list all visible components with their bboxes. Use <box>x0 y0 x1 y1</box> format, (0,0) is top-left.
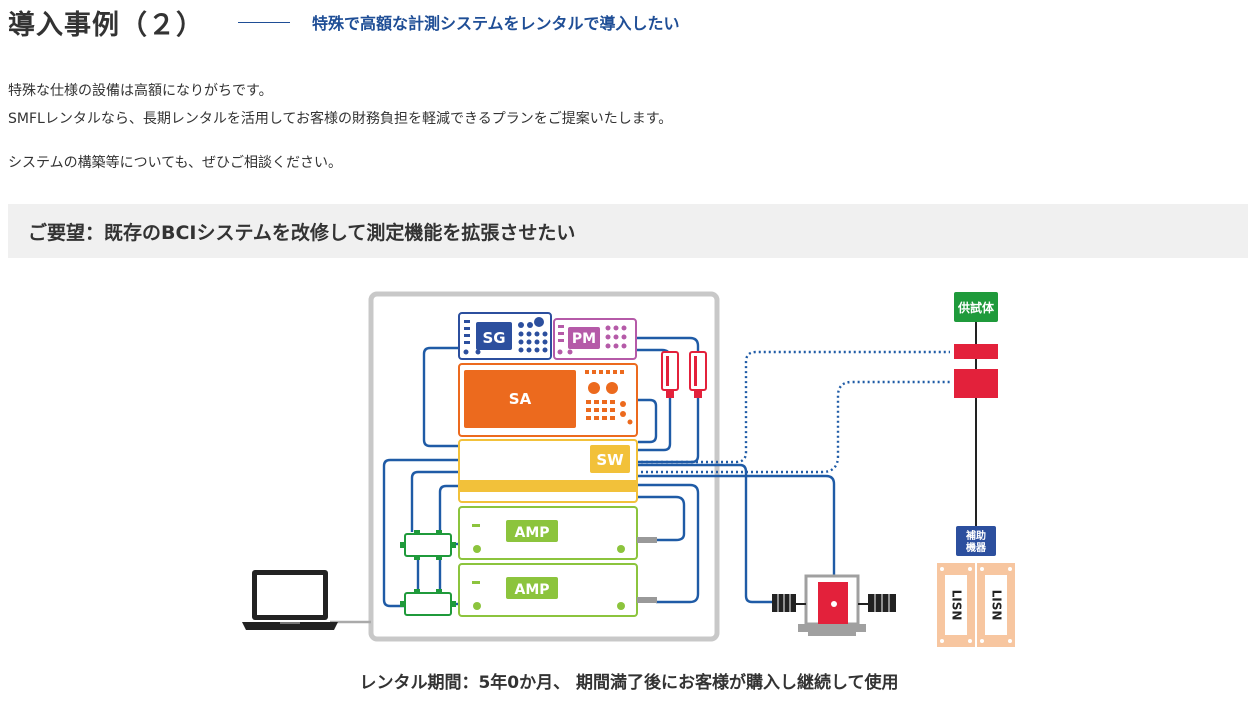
lisn1-label: LISN <box>950 590 964 621</box>
sw-unit: SW <box>458 439 638 503</box>
request-bar: ご要望：既存のBCIシステムを改修して測定機能を拡張させたい <box>8 204 1248 258</box>
intro-line-1: 特殊な仕様の設備は高額になりがちです。 <box>8 83 273 99</box>
title-divider <box>238 21 290 23</box>
intro-line-2: SMFLレンタルなら、長期レンタルを活用してお客様の財務負担を軽減できるプランを… <box>8 111 673 127</box>
power-sensors <box>661 351 707 398</box>
sa-label: SA <box>509 390 532 408</box>
bci-fixture <box>772 574 896 636</box>
clamp-2 <box>954 369 998 398</box>
lisn2-label: LISN <box>990 590 1004 621</box>
amp-unit-1: AMP <box>458 506 657 560</box>
pm-unit: PM <box>553 318 637 360</box>
page-header: 導入事例（２） 特殊で高額な計測システムをレンタルで導入したい <box>8 2 680 42</box>
aux-equipment-box: 補助 機器 <box>956 526 996 556</box>
lisn-unit-1: LISN <box>937 563 975 647</box>
page-title: 導入事例（２） <box>8 9 204 41</box>
sa-unit: SA <box>458 363 638 437</box>
pm-label: PM <box>572 331 596 347</box>
laptop-icon <box>242 570 338 630</box>
request-label: ご要望：既存のBCIシステムを改修して測定機能を拡張させたい <box>28 221 576 244</box>
clamp-1 <box>954 344 998 359</box>
dut-label: 供試体 <box>957 300 995 315</box>
dut-box: 供試体 <box>954 292 998 322</box>
intro-text: 特殊な仕様の設備は高額になりがちです。 SMFLレンタルなら、長期レンタルを活用… <box>8 77 672 177</box>
sg-label: SG <box>482 329 505 347</box>
bci-system-diagram: SG PM SA <box>242 291 1015 647</box>
dotted-cables <box>636 350 950 474</box>
cables <box>382 336 836 608</box>
aux-label-2: 機器 <box>966 541 987 554</box>
amp1-label: AMP <box>514 525 549 541</box>
amp2-label: AMP <box>514 582 549 598</box>
amp-unit-2: AMP <box>458 563 657 617</box>
directional-couplers <box>400 530 456 616</box>
aux-label-1: 補助 <box>965 529 986 542</box>
sg-unit: SG <box>458 312 552 360</box>
intro-line-3: システムの構築等についても、ぜひご相談ください。 <box>8 155 343 171</box>
lisn-unit-2: LISN <box>977 563 1015 647</box>
rental-period-note: レンタル期間：5年0か月、 期間満了後にお客様が購入し継続して使用 <box>359 673 899 693</box>
sw-label: SW <box>596 451 624 469</box>
page-subtitle: 特殊で高額な計測システムをレンタルで導入したい <box>312 14 680 33</box>
